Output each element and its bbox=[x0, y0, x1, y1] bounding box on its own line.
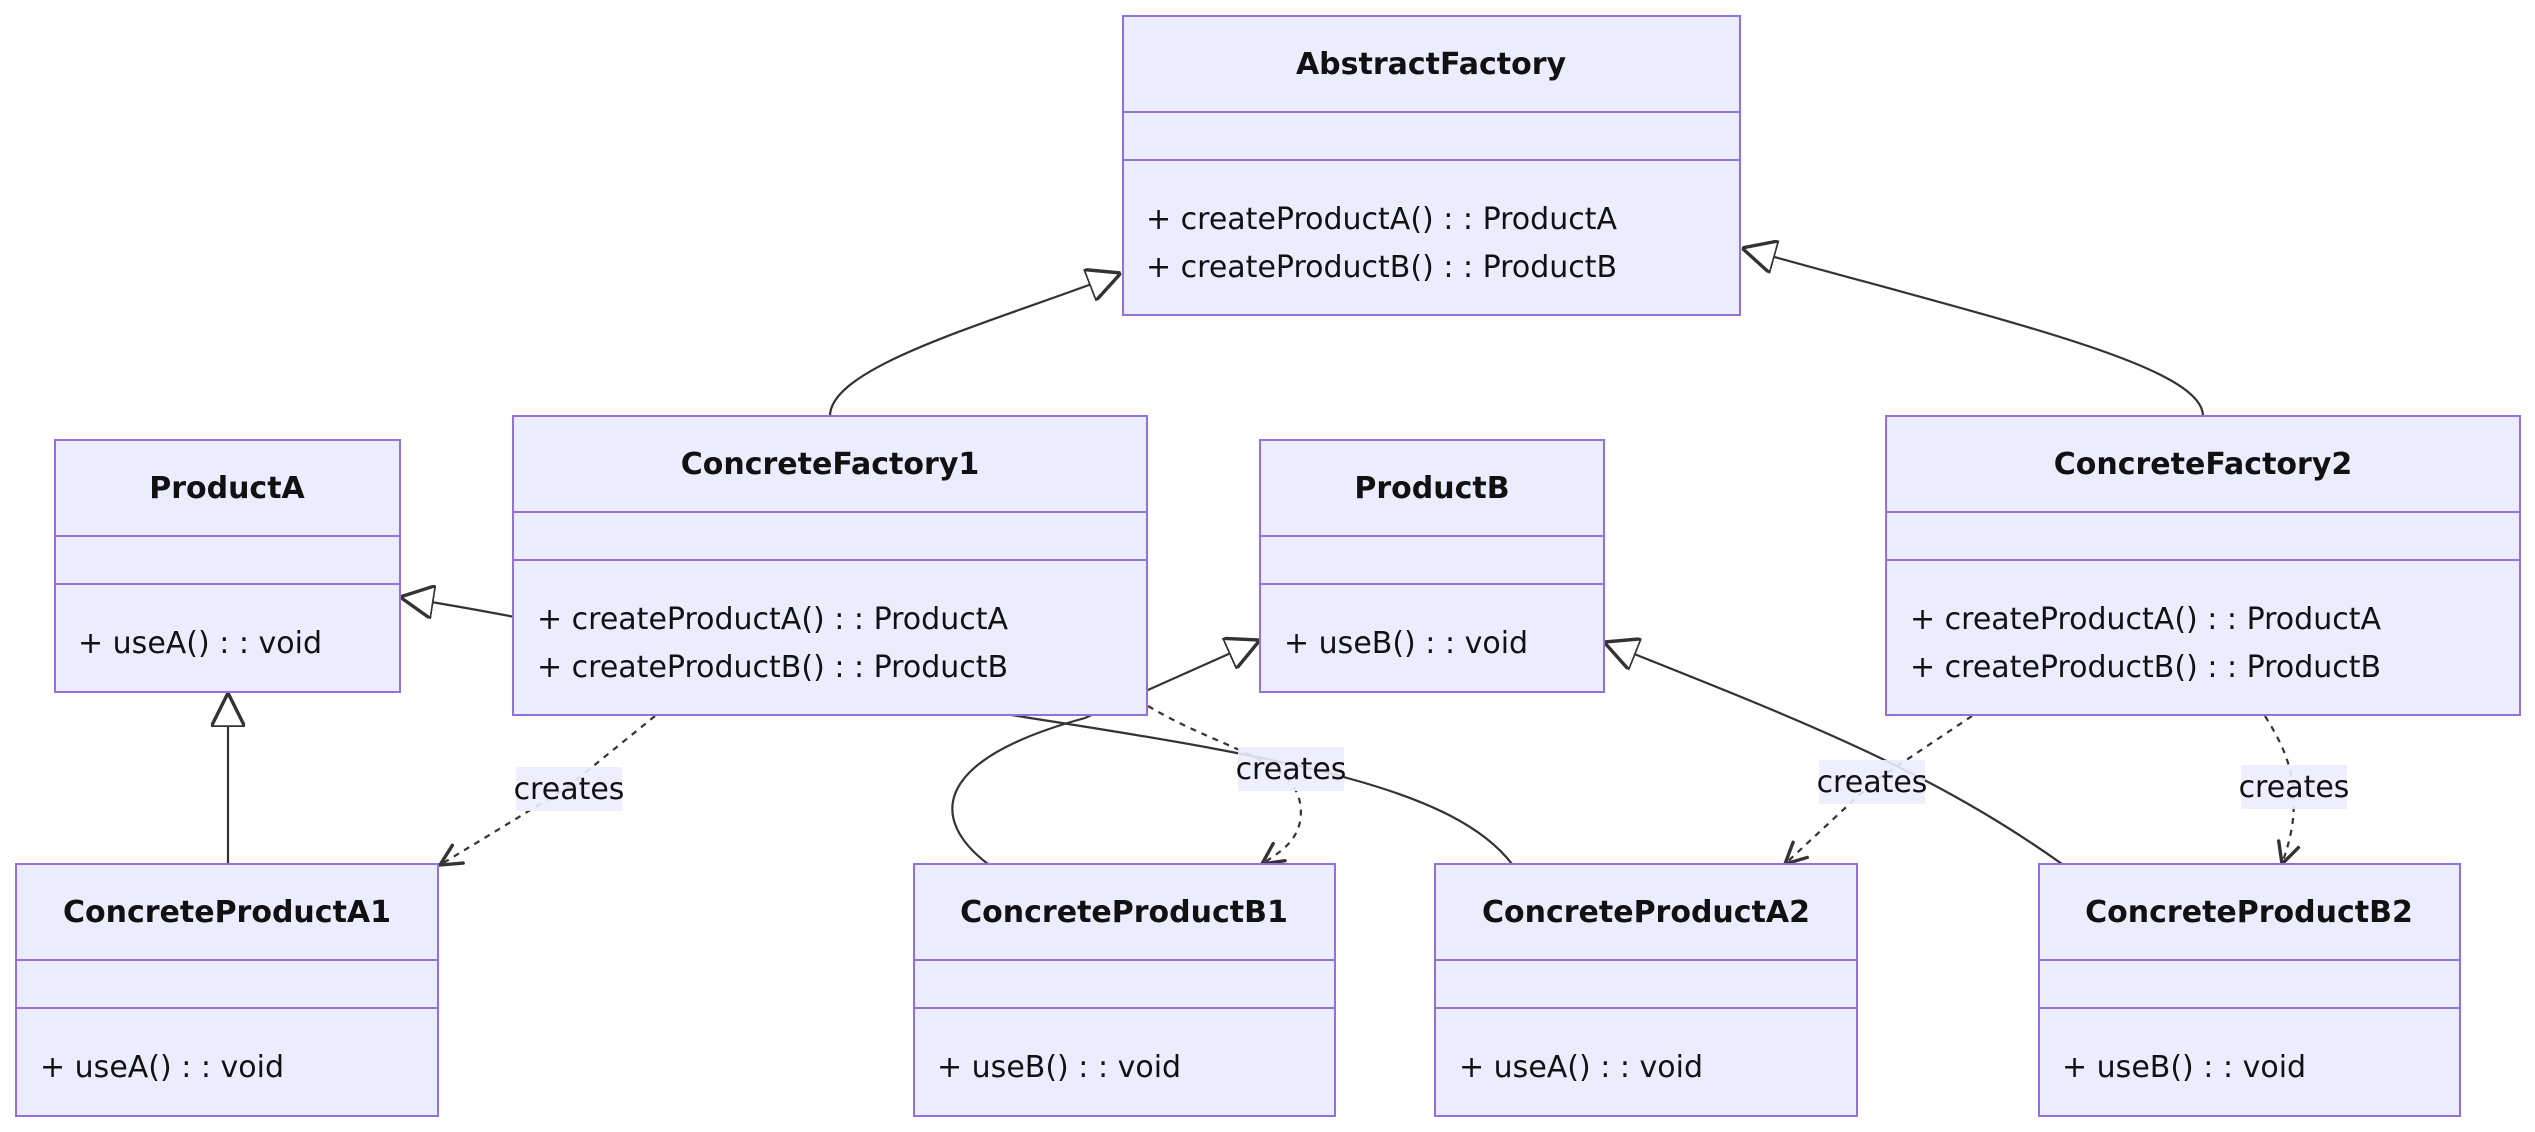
label-creates-a1: creates bbox=[514, 772, 625, 807]
edge-concretefactory1-creates-concreteproductb1 bbox=[1147, 705, 1302, 866]
edge-concretefactory1-to-abstractfactory bbox=[828, 273, 1121, 417]
label-bg-creates-b2 bbox=[2241, 765, 2347, 809]
class-method: + useB() : : void bbox=[937, 1050, 1181, 1085]
class-method: + useA() : : void bbox=[1459, 1050, 1703, 1085]
class-producta[interactable]: ProductA + useA() : : void bbox=[54, 439, 401, 693]
class-method: + createProductA() : : ProductA bbox=[1146, 202, 1617, 237]
label-creates-a2: creates bbox=[1817, 765, 1928, 800]
label-bg-creates-b1 bbox=[1238, 747, 1344, 791]
class-title: AbstractFactory bbox=[1296, 47, 1567, 82]
class-method: + createProductB() : : ProductB bbox=[1146, 250, 1617, 285]
class-method: + createProductA() : : ProductA bbox=[1910, 602, 2381, 637]
class-title: ConcreteProductA1 bbox=[63, 895, 391, 930]
class-title: ProductA bbox=[149, 471, 305, 506]
label-bg-creates-a1 bbox=[516, 767, 622, 811]
class-concretefactory1[interactable]: ConcreteFactory1 + createProductA() : : … bbox=[512, 415, 1148, 716]
class-title: ConcreteFactory1 bbox=[681, 447, 980, 482]
class-concreteproducta1[interactable]: ConcreteProductA1 + useA() : : void bbox=[15, 863, 439, 1117]
label-bg-creates-a2 bbox=[1819, 760, 1925, 804]
edge-concreteproductb1-to-productb bbox=[951, 640, 1260, 865]
label-creates-b2: creates bbox=[2239, 770, 2350, 805]
class-concretefactory2[interactable]: ConcreteFactory2 + createProductA() : : … bbox=[1885, 415, 2521, 716]
class-concreteproducta2[interactable]: ConcreteProductA2 + useA() : : void bbox=[1434, 863, 1858, 1117]
class-method: + useB() : : void bbox=[2062, 1050, 2306, 1085]
class-productb[interactable]: ProductB + useB() : : void bbox=[1259, 439, 1605, 693]
class-concreteproductb1[interactable]: ConcreteProductB1 + useB() : : void bbox=[913, 863, 1336, 1117]
edge-concretefactory1-creates-concreteproducta1 bbox=[438, 715, 656, 867]
class-method: + useB() : : void bbox=[1284, 626, 1528, 661]
class-title: ConcreteProductA2 bbox=[1482, 895, 1810, 930]
class-title: ProductB bbox=[1354, 471, 1509, 506]
class-abstractfactory[interactable]: AbstractFactory + createProductA() : : P… bbox=[1122, 15, 1741, 316]
class-concreteproductb2[interactable]: ConcreteProductB2 + useB() : : void bbox=[2038, 863, 2461, 1117]
class-method: + createProductA() : : ProductA bbox=[537, 602, 1008, 637]
edge-labels: creates creates creates creates bbox=[514, 747, 2350, 811]
class-title: ConcreteFactory2 bbox=[2054, 447, 2353, 482]
class-method: + useA() : : void bbox=[40, 1050, 284, 1085]
class-method: + createProductB() : : ProductB bbox=[1910, 650, 2381, 685]
edge-concretefactory2-to-abstractfactory bbox=[1742, 248, 2205, 417]
label-creates-b1: creates bbox=[1236, 752, 1347, 787]
class-method: + createProductB() : : ProductB bbox=[537, 650, 1008, 685]
class-title: ConcreteProductB1 bbox=[960, 895, 1288, 930]
class-title: ConcreteProductB2 bbox=[2085, 895, 2413, 930]
edge-concreteproductb2-to-productb bbox=[1604, 642, 2063, 865]
class-method: + useA() : : void bbox=[78, 626, 322, 661]
